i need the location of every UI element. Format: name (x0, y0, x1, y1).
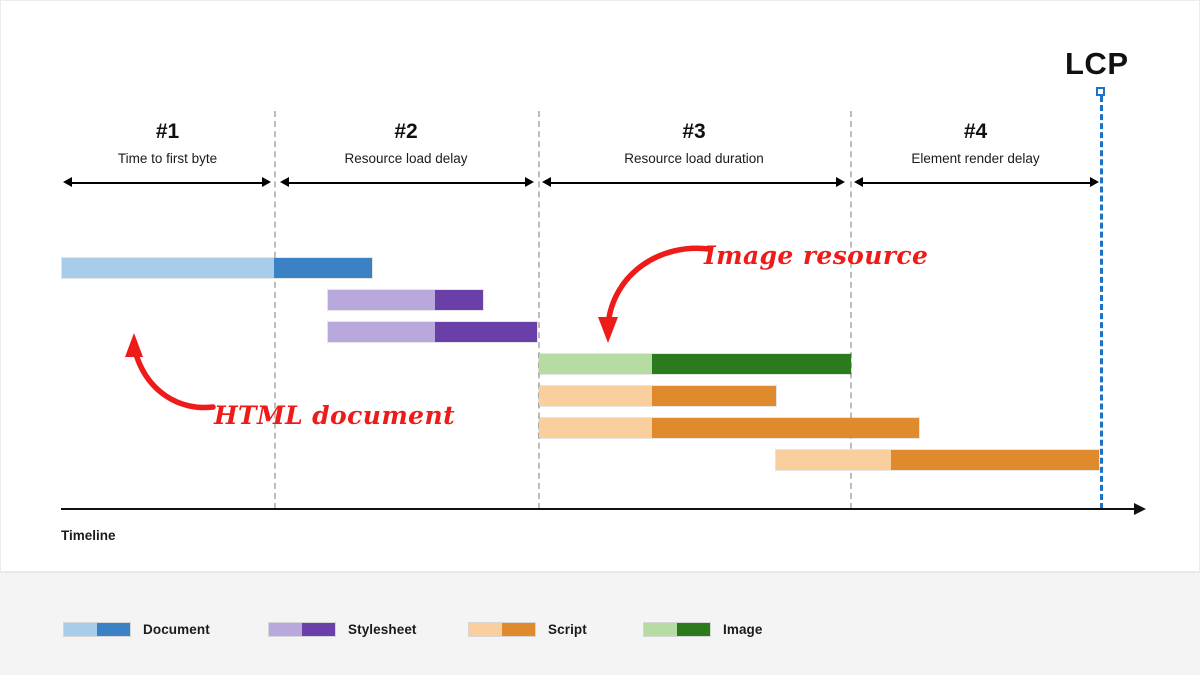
legend-label-document: Document (143, 621, 210, 637)
waterfall-bar-script-3 (775, 449, 1100, 471)
bar-segment-duration (434, 290, 483, 310)
phase-number-2: #2 (394, 120, 418, 143)
phase-header-2: #2 Resource load delay (274, 121, 538, 166)
phase-measure-1 (63, 177, 271, 188)
bar-segment-duration (273, 258, 372, 278)
legend-label-script: Script (548, 621, 587, 637)
bar-segment-delay (328, 322, 435, 342)
bar-segment-duration (434, 322, 537, 342)
bar-segment-duration (891, 450, 1099, 470)
legend-swatch-document (63, 621, 131, 637)
legend-swatch-stylesheet (268, 621, 336, 637)
phase-divider-1 (274, 111, 276, 509)
legend-swatch-image (643, 621, 711, 637)
waterfall-bar-script-1 (538, 385, 777, 407)
phase-number-3: #3 (682, 120, 706, 143)
legend-row: Document Stylesheet Script (0, 617, 1200, 641)
phase-divider-3 (850, 111, 852, 509)
legend: Document Stylesheet Script (0, 572, 1200, 675)
lcp-label: LCP (1065, 46, 1129, 81)
bar-segment-delay (776, 450, 892, 470)
phase-measure-3 (542, 177, 845, 188)
legend-label-image: Image (723, 621, 763, 637)
bar-segment-delay (539, 386, 653, 406)
phase-measure-2 (280, 177, 534, 188)
lcp-marker-line (1100, 96, 1103, 509)
phase-divider-2 (538, 111, 540, 509)
phase-measure-4 (854, 177, 1099, 188)
legend-item-image: Image (643, 617, 763, 641)
phase-header-3: #3 Resource load duration (538, 121, 850, 166)
phase-name-2: Resource load delay (344, 151, 468, 166)
html-document-arrow-icon (125, 333, 216, 411)
phase-name-4: Element render delay (911, 151, 1040, 166)
legend-label-stylesheet: Stylesheet (348, 621, 417, 637)
legend-item-document: Document (63, 617, 210, 641)
waterfall-bar-image (538, 353, 852, 375)
bar-segment-delay (539, 354, 653, 374)
timeline-axis (61, 508, 1136, 510)
legend-swatch-script (468, 621, 536, 637)
legend-item-stylesheet: Stylesheet (268, 617, 417, 641)
phase-name-1: Time to first byte (117, 151, 218, 166)
plot-canvas: LCP #1 Time to first byte #2 Resource lo… (0, 0, 1200, 572)
annotation-html-document: HTML document (214, 401, 456, 430)
phase-number-4: #4 (963, 120, 988, 143)
timeline-axis-label: Timeline (61, 528, 116, 543)
bar-segment-delay (328, 290, 435, 310)
bar-segment-duration (652, 418, 919, 438)
waterfall-bar-stylesheet-1 (327, 289, 484, 311)
bar-segment-delay (62, 258, 274, 278)
phase-header-4: #4 Element render delay (850, 121, 1101, 166)
image-resource-arrow-icon (598, 245, 712, 343)
waterfall-bar-document (61, 257, 373, 279)
bar-segment-delay (539, 418, 653, 438)
bar-segment-duration (652, 354, 851, 374)
lcp-marker-cap (1096, 87, 1105, 96)
bar-segment-duration (652, 386, 776, 406)
timeline-axis-arrow-icon (1134, 503, 1146, 515)
waterfall-bar-stylesheet-2 (327, 321, 538, 343)
legend-item-script: Script (468, 617, 587, 641)
phase-name-3: Resource load duration (624, 151, 764, 166)
waterfall-bar-script-2 (538, 417, 920, 439)
annotation-image-resource: Image resource (704, 241, 929, 270)
phase-number-1: #1 (155, 120, 180, 143)
phase-header-1: #1 Time to first byte (61, 121, 274, 166)
